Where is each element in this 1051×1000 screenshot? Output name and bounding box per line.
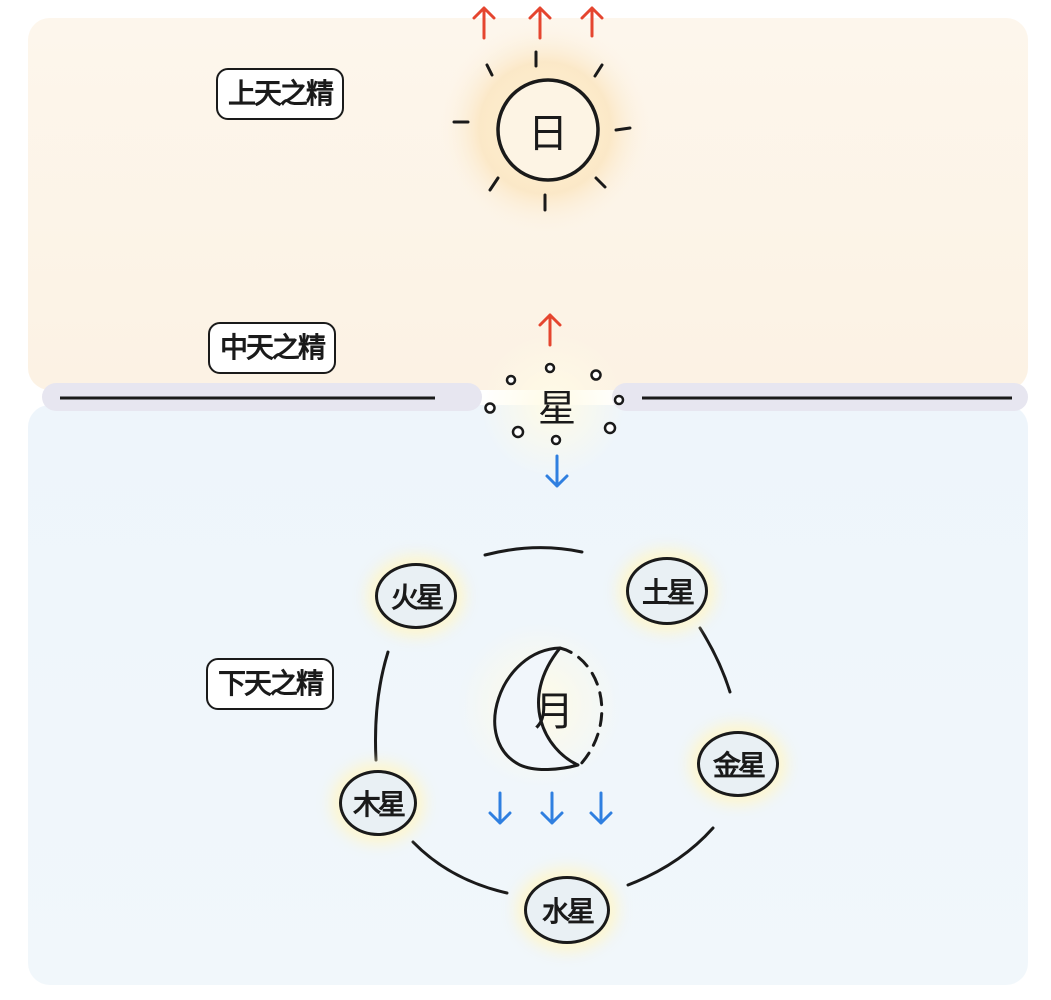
planet-fire: 火星 [375,563,457,629]
planet-wood: 木星 [339,770,417,836]
label-middle-heaven: 中天之精 [208,322,337,374]
planet-earth: 土星 [626,557,708,625]
moon-crescent [493,646,580,771]
sun-char: 日 [528,111,568,157]
upward-arrows-top [472,6,604,40]
planet-metal: 金星 [697,731,779,797]
sun-rays [452,50,632,212]
star-dots [484,362,625,446]
downward-arrows-bottom [488,791,613,825]
label-upper-heaven: 上天之精 [216,68,345,120]
orbit-arcs [374,546,732,895]
star-char: 星 [537,386,577,431]
star-glow [481,333,625,477]
moon-dashed-edge [558,646,604,767]
label-lower-heaven: 下天之精 [206,658,335,710]
sun-circle [496,78,600,182]
downward-arrow-stars [545,454,569,488]
upward-arrow-middle [538,313,562,347]
moon-char: 月 [534,689,574,735]
planet-water: 水星 [524,876,610,944]
